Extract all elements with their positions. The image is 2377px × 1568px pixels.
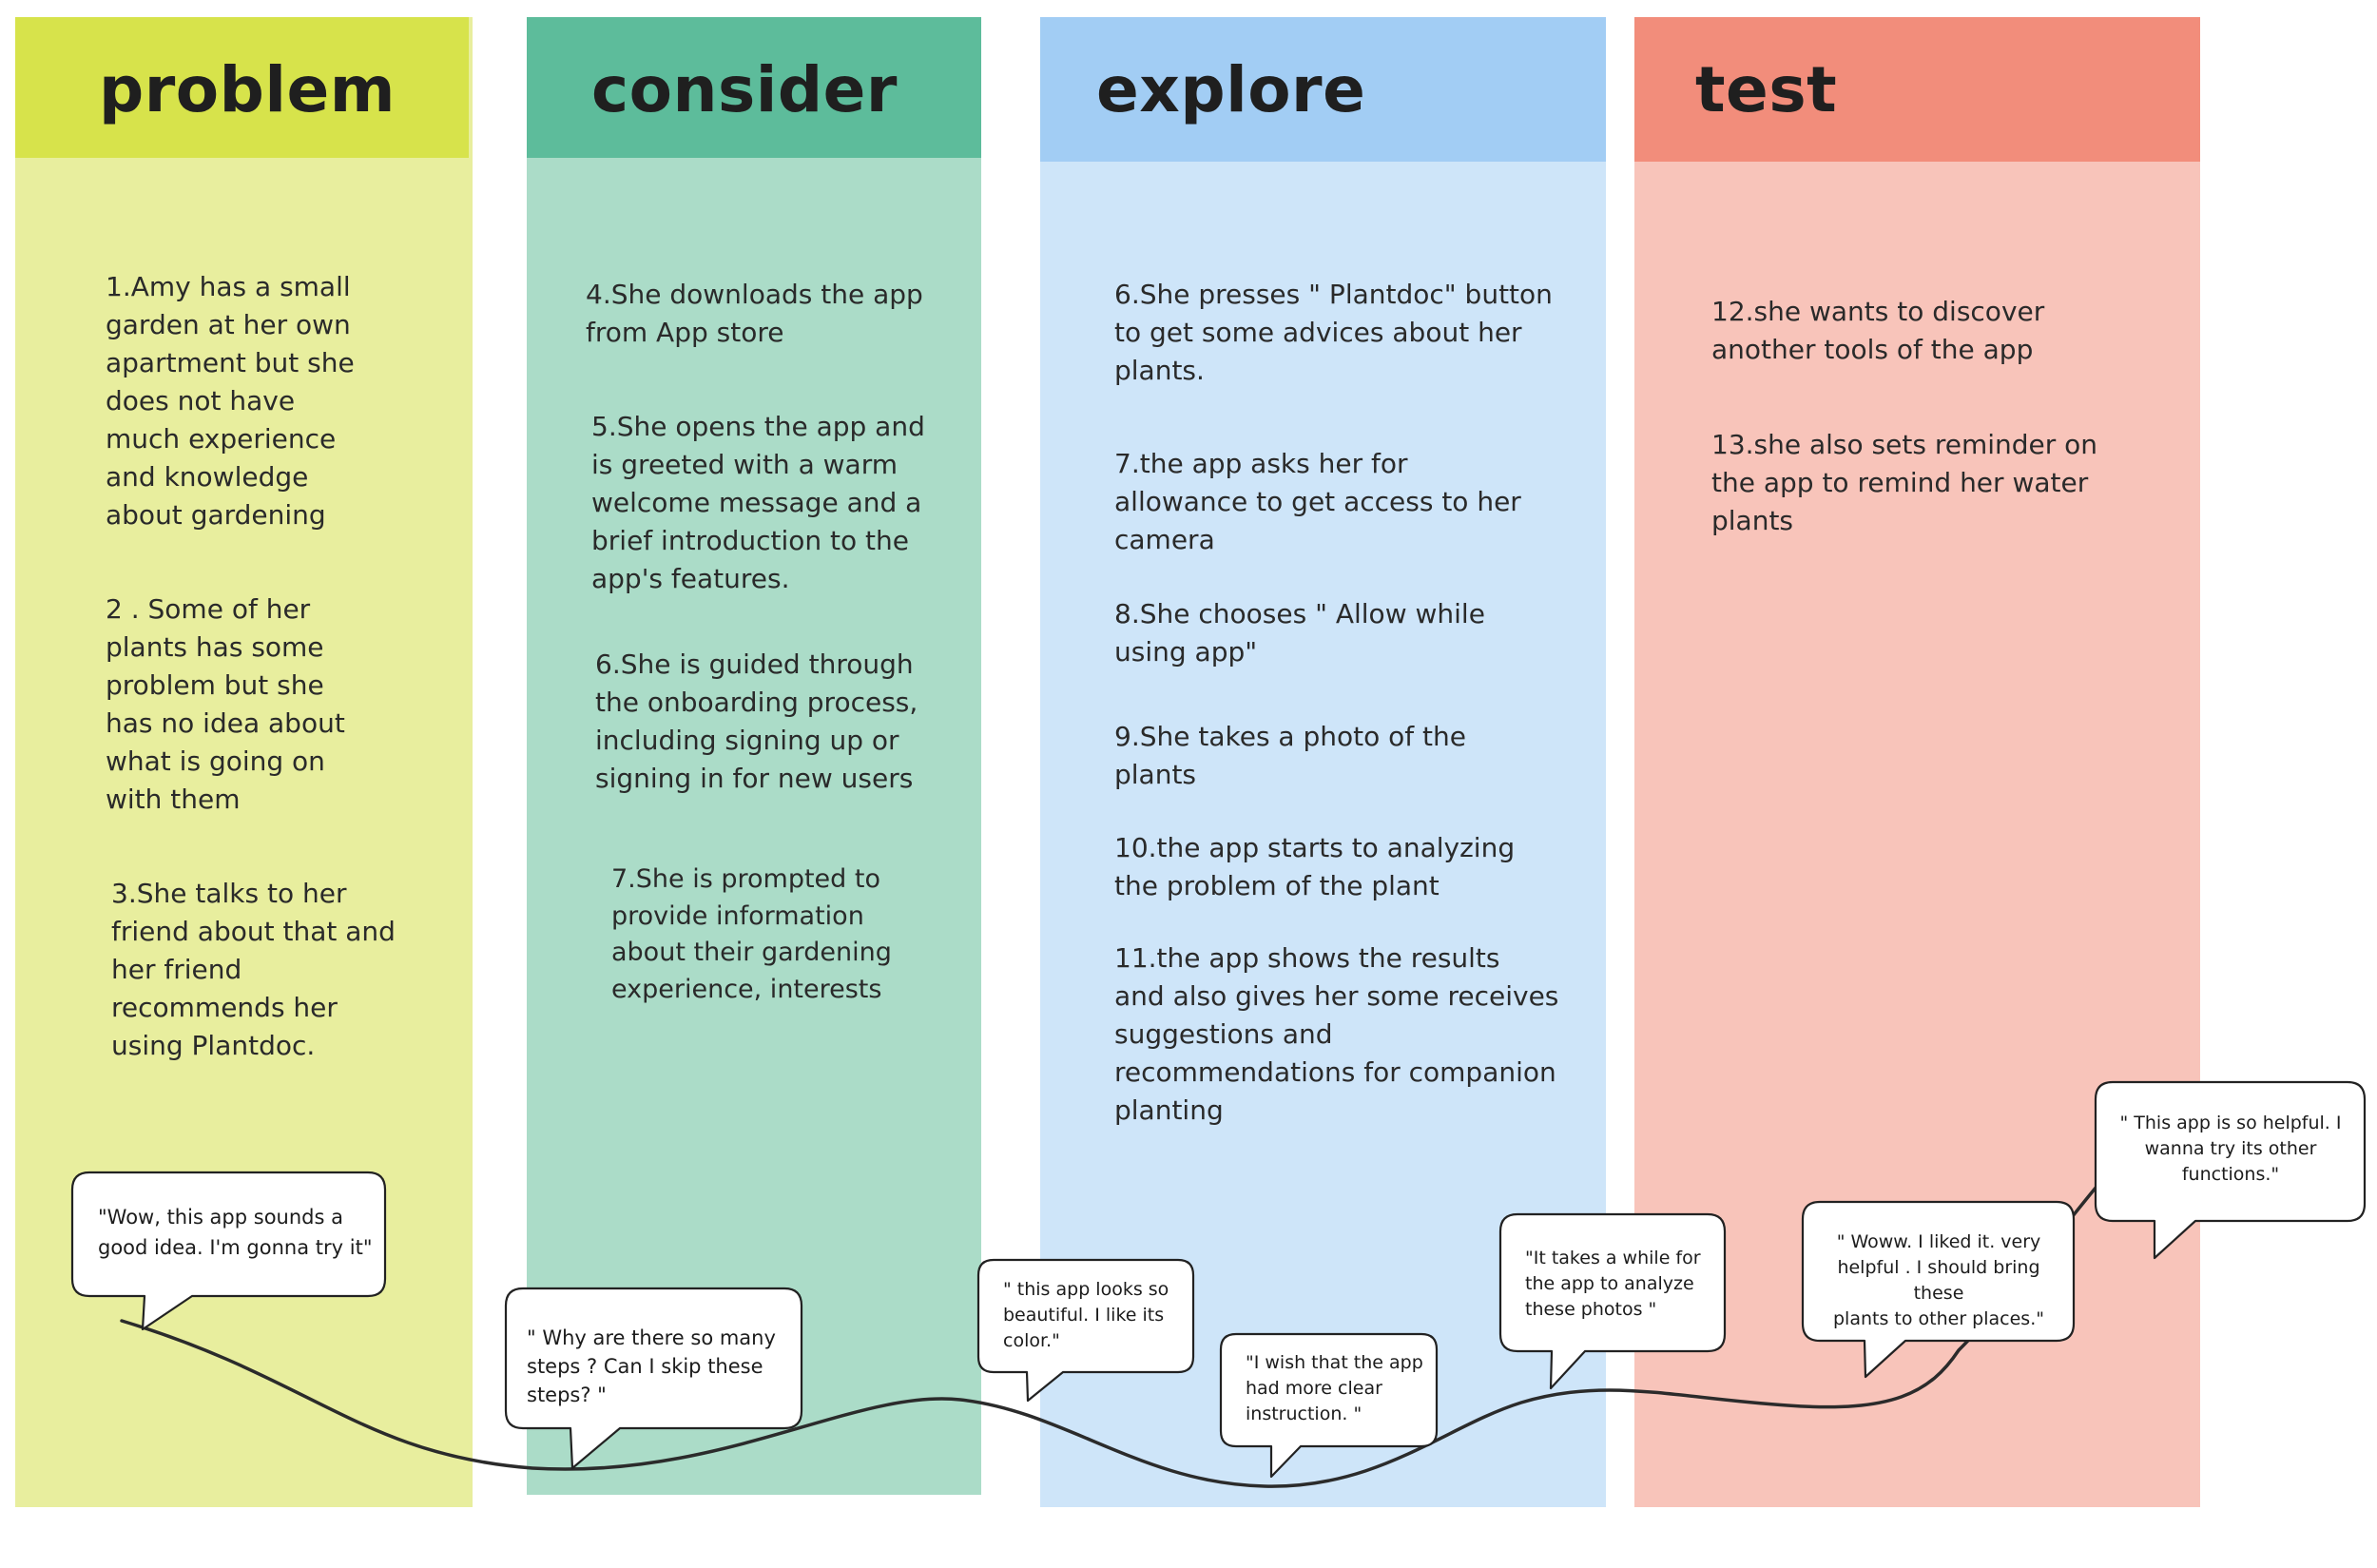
step-text: 2 . Some of her plants has some problem … [106,593,345,815]
step-text: 9.She takes a photo of the plants [1114,721,1466,790]
step-text: 4.She downloads the app from App store [586,279,923,348]
step-text: 8.She chooses " Allow while using app" [1114,598,1485,668]
column-header-test [1634,17,2200,162]
speech-bubble [1801,1200,2076,1379]
column-header-explore [1040,17,1606,162]
column-header-problem [15,17,469,158]
column-header-consider [527,17,981,158]
column-explore: explore 6.She presses " Plantdoc" button… [1040,17,1606,1507]
step-text: 6.She presses " Plantdoc" button to get … [1114,279,1553,386]
step-text: 7.She is prompted to provide information… [611,864,892,1004]
column-title-consider: consider [591,53,898,126]
column-title-problem: problem [99,53,396,126]
emotion-curve [120,1185,2098,1488]
step-text: 5.She opens the app and is greeted with … [591,411,925,594]
speech-bubble [504,1287,803,1470]
bubble-text: "Wow, this app sounds a good idea. I'm g… [98,1206,373,1259]
bubble-text: " this app looks so beautiful. I like it… [1003,1279,1169,1351]
speech-bubble [70,1171,387,1331]
speech-bubble [1498,1212,1727,1390]
column-consider: consider 4.She downloads the app from Ap… [527,17,981,1495]
step-text: 10.the app starts to analyzing the probl… [1114,832,1516,901]
bubble-text: "I wish that the app had more clear inst… [1246,1352,1423,1424]
bubble-text: " This app is so helpful. I wanna try it… [2119,1113,2342,1185]
step-text: 1.Amy has a small garden at her own apar… [106,271,355,531]
column-title-test: test [1695,53,1838,126]
bubble-text: " Woww. I liked it. very helpful . I sho… [1833,1231,2044,1329]
step-text: 7.the app asks her for allowance to get … [1114,448,1521,555]
step-text: 6.She is guided through the onboarding p… [595,648,918,794]
bubble-text: "It takes a while for the app to analyze… [1525,1248,1701,1320]
speech-bubble [2094,1080,2367,1260]
step-text: 13.she also sets reminder on the app to … [1711,429,2098,536]
speech-bubble [1219,1332,1439,1479]
step-text: 3.She talks to her friend about that and… [111,878,396,1061]
step-text: 12.she wants to discover another tools o… [1711,296,2045,365]
column-title-explore: explore [1096,53,1366,126]
step-text: 11.the app shows the results and also gi… [1114,942,1559,1126]
speech-bubble [976,1258,1195,1403]
bubble-text: " Why are there so many steps ? Can I sk… [527,1326,776,1406]
